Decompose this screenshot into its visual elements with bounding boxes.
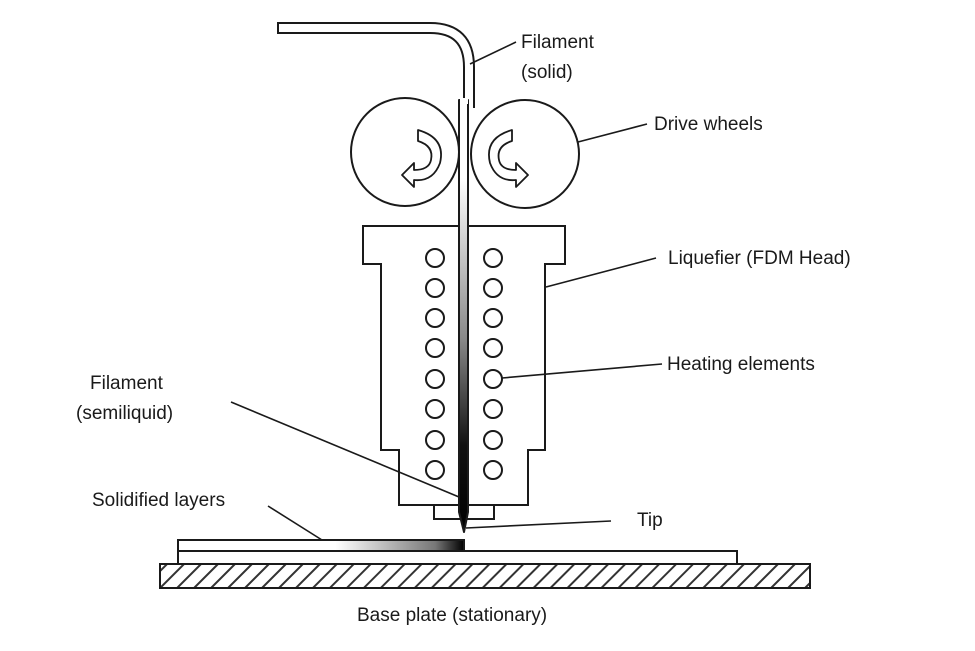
heating-element (483, 308, 503, 328)
drive-wheels (350, 97, 580, 209)
heating-element (483, 278, 503, 298)
leader-filament-solid (469, 41, 517, 65)
solidified-layers (177, 539, 738, 565)
rotation-arrow-icon (401, 129, 442, 188)
rotation-arrow-icon (488, 129, 529, 188)
label-heating-elements: Heating elements (667, 354, 815, 375)
leader-filament-semiliquid (230, 401, 460, 498)
label-solidified-layers: Solidified layers (92, 490, 225, 511)
heating-element (483, 338, 503, 358)
heating-element (425, 369, 445, 389)
label-base-plate: Base plate (stationary) (357, 605, 547, 626)
leader-lines (230, 41, 663, 541)
heating-element (425, 308, 445, 328)
heating-element (483, 399, 503, 419)
heating-element (425, 248, 445, 268)
leader-heating (501, 363, 663, 379)
drive-wheel-right (470, 99, 580, 209)
heating-elements (425, 248, 503, 480)
heating-element (483, 248, 503, 268)
heating-element (425, 460, 445, 480)
heating-element (483, 430, 503, 450)
heating-element (483, 460, 503, 480)
heating-element (425, 430, 445, 450)
heating-element (425, 338, 445, 358)
label-drive-wheels: Drive wheels (654, 114, 763, 135)
label-filament-semiliquid-1: Filament (90, 373, 164, 394)
label-filament-semiliquid-2: (semiliquid) (76, 403, 173, 424)
leader-solidified (267, 505, 323, 541)
heating-element (483, 369, 503, 389)
label-liquefier: Liquefier (FDM Head) (668, 248, 851, 269)
label-tip: Tip (637, 510, 663, 531)
filament (277, 22, 475, 533)
heating-element (425, 278, 445, 298)
drive-wheel-left (350, 97, 460, 207)
liquefier-head (362, 225, 566, 506)
label-filament-solid-2: (solid) (521, 62, 573, 83)
heating-element (425, 399, 445, 419)
label-filament-solid-1: Filament (521, 32, 595, 53)
base-plate (159, 563, 811, 589)
leader-liquefier (545, 257, 657, 288)
leader-tip (465, 520, 612, 529)
leader-drive-wheels (577, 123, 648, 143)
